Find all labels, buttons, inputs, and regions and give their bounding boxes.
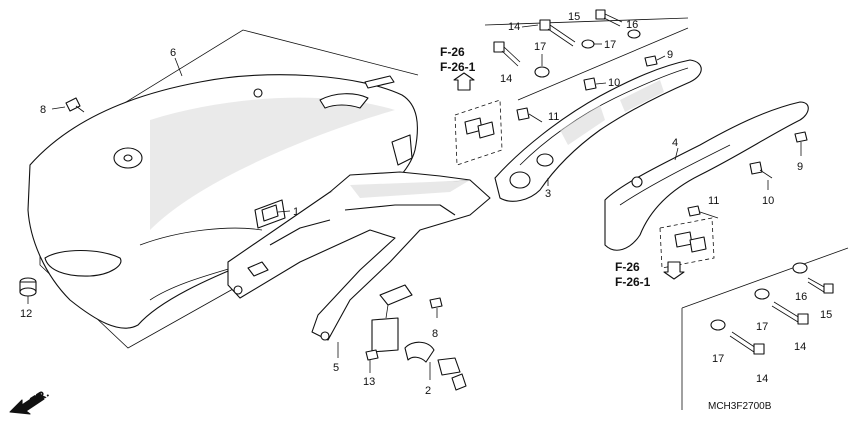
bolt-14-bottom-a bbox=[771, 301, 809, 325]
part-label-10-top: 10 bbox=[608, 77, 620, 89]
bolt-8-mid bbox=[429, 297, 443, 318]
ref-top-arrow bbox=[453, 72, 475, 91]
bottom-hardware-frame bbox=[681, 247, 849, 410]
bolt-11-right bbox=[687, 205, 719, 219]
part-label-17-top-b: 17 bbox=[534, 41, 546, 53]
part-label-11-top: 11 bbox=[548, 111, 559, 123]
bolt-9-top bbox=[644, 55, 658, 67]
leader-6 bbox=[174, 57, 183, 77]
part-label-15-top: 15 bbox=[568, 11, 580, 23]
part-label-13: 13 bbox=[363, 376, 375, 388]
washer-16-bottom bbox=[792, 262, 808, 274]
bolt-9-right bbox=[794, 131, 808, 143]
bolt-10-top bbox=[583, 77, 597, 91]
part-label-8-mid: 8 bbox=[432, 328, 438, 340]
part-label-8-top: 8 bbox=[40, 104, 46, 116]
washer-16-top bbox=[627, 29, 641, 39]
part-label-14-top-a: 14 bbox=[508, 21, 520, 33]
part-label-1: 1 bbox=[293, 206, 299, 218]
washer-17-top-a bbox=[581, 39, 595, 49]
part-label-16-top: 16 bbox=[626, 19, 638, 31]
top-hardware-frame bbox=[484, 17, 689, 101]
part-label-17-bottom-b: 17 bbox=[712, 353, 724, 365]
grab-rail-3 bbox=[494, 59, 702, 202]
part-label-11-right: 11 bbox=[708, 195, 719, 207]
part-label-14-bottom-b: 14 bbox=[756, 373, 768, 385]
washer-17-top-b bbox=[534, 66, 550, 78]
bolt-14-top-a bbox=[539, 19, 576, 47]
rear-fender bbox=[27, 74, 418, 329]
part-label-17-top-a: 17 bbox=[604, 39, 616, 51]
bolt-14-bottom-b bbox=[729, 331, 765, 355]
part-label-16-bottom: 16 bbox=[795, 291, 807, 303]
part-label-10-right: 10 bbox=[762, 195, 774, 207]
ref-bottom-1: F-26 bbox=[615, 260, 640, 274]
diagram-code: MCH3F2700B bbox=[708, 401, 772, 412]
part-label-3: 3 bbox=[545, 188, 551, 200]
part-label-6: 6 bbox=[170, 47, 176, 59]
clip-1 bbox=[261, 204, 279, 222]
part-label-9-right: 9 bbox=[797, 161, 803, 173]
part-label-17-bottom-a: 17 bbox=[756, 321, 768, 333]
grommet-12 bbox=[19, 277, 37, 297]
seat-lock-2 bbox=[404, 341, 467, 391]
bolt-8-top bbox=[65, 97, 85, 113]
part-label-9-top: 9 bbox=[667, 49, 673, 61]
part-label-15-bottom: 15 bbox=[820, 309, 832, 321]
bolt-14-top-b bbox=[493, 41, 521, 67]
side-cover-4 bbox=[604, 101, 809, 251]
part-label-14-bottom-a: 14 bbox=[794, 341, 806, 353]
part-label-2: 2 bbox=[425, 385, 431, 397]
ref-top-2: F-26-1 bbox=[440, 60, 476, 74]
ref-top-1: F-26 bbox=[440, 45, 465, 59]
bolt-15-bottom bbox=[807, 277, 834, 294]
subframe-bracket bbox=[227, 171, 491, 341]
bolt-10-right bbox=[749, 161, 773, 179]
lock-bracket-plate bbox=[371, 317, 399, 353]
ref-bottom-2: F-26-1 bbox=[615, 275, 651, 289]
bolt-11-top bbox=[516, 107, 543, 123]
part-label-5: 5 bbox=[333, 362, 339, 374]
bolt-15-top bbox=[595, 9, 623, 27]
ref-bottom-arrow bbox=[663, 261, 685, 280]
inset-collar-bottom bbox=[659, 217, 715, 269]
washer-17-bottom-b bbox=[710, 319, 726, 331]
part-label-12: 12 bbox=[20, 308, 32, 320]
part-label-4: 4 bbox=[672, 137, 678, 149]
front-direction-arrow: FR. bbox=[9, 386, 51, 415]
part-label-14-top-b: 14 bbox=[500, 73, 512, 85]
inset-collar-top bbox=[454, 99, 503, 166]
screw-13 bbox=[365, 349, 379, 361]
washer-17-bottom-a bbox=[754, 288, 770, 300]
